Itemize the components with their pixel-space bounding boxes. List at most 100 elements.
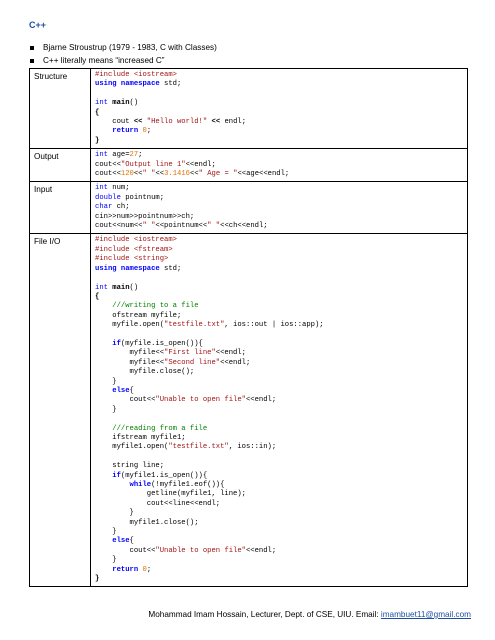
code-token: 0 — [142, 127, 147, 136]
code-token: return — [112, 565, 139, 574]
author-email-link[interactable]: imambuet11@gmail.com — [380, 610, 471, 619]
code-line: int age=27; — [95, 151, 467, 160]
code-line: return 0; — [95, 566, 467, 575]
code-line: cout<<120<<" "<<3.1416<<" Age = "<<age<<… — [95, 170, 467, 179]
code-line: myfile.close(); — [95, 368, 467, 377]
code-token: "Unable to open file" — [155, 546, 246, 555]
code-line: else{ — [95, 387, 467, 396]
code-token: { — [129, 386, 134, 395]
code-token: { — [95, 292, 100, 301]
row-label-cell: Structure — [29, 67, 91, 150]
code-token: 3.1416 — [164, 170, 190, 179]
page-footer: Mohammad Imam Hossain, Lecturer, Dept. o… — [148, 610, 471, 619]
code-token: myfile<< — [95, 349, 165, 358]
code-token: " " — [142, 170, 156, 179]
code-line: myfile<<"First line"<<endl; — [95, 349, 467, 358]
cpp-reference-table: Structure#include <iostream>using namesp… — [29, 67, 468, 588]
code-token: , ios::in); — [228, 443, 277, 452]
code-line: cout<<"Unable to open file"<<endl; — [95, 396, 467, 405]
bullet-item: C++ literally means “increased C” — [29, 55, 217, 68]
code-line: if(myfile.is_open()){ — [95, 340, 467, 349]
code-token: std; — [164, 80, 182, 89]
code-line: using namespace std; — [95, 80, 467, 89]
code-token: using namespace — [95, 264, 165, 273]
code-line: } — [95, 137, 467, 146]
code-line — [95, 453, 467, 462]
code-line: myfile1.close(); — [95, 519, 467, 528]
code-line: { — [95, 293, 467, 302]
code-line: while(!myfile1.eof()){ — [95, 481, 467, 490]
code-token: " " — [142, 222, 156, 231]
code-line: } — [95, 528, 467, 537]
code-token: <<endl; — [220, 358, 251, 367]
code-token: if — [112, 339, 121, 348]
code-token — [95, 472, 112, 480]
code-token: <<ch<<endl; — [220, 222, 268, 231]
code-token: #include <iostream> — [95, 236, 177, 245]
code-cell: int age=27;cout<<"Output line 1"<<endl;c… — [90, 148, 468, 183]
code-token: <<age<<endl; — [237, 170, 290, 179]
code-token: { — [129, 537, 134, 546]
code-line: myfile.open("testfile.txt", ios::out | i… — [95, 321, 467, 330]
code-line: } — [95, 509, 467, 518]
code-token: " " — [207, 222, 221, 231]
code-token: myfile.close(); — [95, 368, 195, 377]
table-row: Structure#include <iostream>using namesp… — [29, 67, 468, 150]
code-token: myfile<< — [95, 358, 165, 367]
code-token: cin>>num>>pointnum>>ch; — [95, 212, 195, 221]
code-line: } — [95, 575, 467, 584]
code-line: } — [95, 406, 467, 415]
code-token: using namespace — [95, 80, 165, 89]
code-token: ofstream myfile; — [95, 311, 182, 320]
code-token: ; — [138, 151, 143, 160]
code-token — [95, 127, 112, 135]
code-token: ; — [146, 565, 152, 574]
code-token: age= — [107, 151, 130, 160]
code-token: } — [95, 528, 117, 537]
code-token: getline(myfile1, line); — [95, 490, 246, 499]
code-token: char — [95, 203, 113, 212]
code-token: "Second line" — [164, 358, 221, 367]
code-token: <<endl; — [245, 546, 277, 555]
code-token: } — [95, 575, 100, 584]
code-token: myfile1.open( — [95, 443, 169, 452]
code-block: #include <iostream>#include <fstream>#in… — [95, 236, 467, 584]
code-token: " Age = " — [198, 170, 238, 179]
code-token: cout — [95, 118, 134, 127]
code-token: <<endl; — [245, 396, 277, 405]
code-token: (!myfile1.eof()){ — [151, 480, 225, 489]
row-label: Input — [34, 185, 53, 195]
code-token — [95, 425, 112, 433]
code-line: cout << "Hello world!" << endl; — [95, 118, 467, 127]
code-line: using namespace std; — [95, 265, 467, 274]
code-cell: #include <iostream>#include <fstream>#in… — [90, 233, 468, 588]
code-token — [95, 387, 112, 395]
code-line: } — [95, 556, 467, 565]
code-token: (myfile.is_open()){ — [120, 339, 203, 348]
code-token: () — [129, 283, 139, 292]
code-token: while — [129, 480, 152, 489]
code-token: ; — [146, 127, 152, 136]
code-token: } — [95, 509, 134, 518]
code-token: 120 — [120, 170, 134, 179]
code-token: myfile.open( — [95, 321, 165, 330]
code-token: } — [95, 556, 117, 565]
code-block: int num;double pointnum;char ch;cin>>num… — [95, 184, 467, 231]
code-token: "Hello world!" — [146, 118, 208, 127]
code-token: cout<<num<< — [95, 222, 143, 231]
code-line: int main() — [95, 284, 467, 293]
row-label: Output — [34, 152, 59, 162]
code-token: <<pointnum<< — [155, 222, 208, 231]
table-row: Input int num;double pointnum;char ch;cin… — [29, 181, 468, 235]
code-block: #include <iostream>using namespace std;i… — [95, 71, 467, 146]
code-line: ofstream myfile; — [95, 312, 467, 321]
code-line: #include <string> — [95, 255, 467, 264]
code-token: << — [133, 118, 143, 127]
code-token: int — [95, 151, 108, 160]
code-token: int — [95, 99, 108, 108]
code-token: << — [211, 118, 221, 127]
code-token: cout<< — [95, 160, 121, 169]
code-line: getline(myfile1, line); — [95, 490, 467, 499]
code-token: ch; — [112, 203, 130, 212]
